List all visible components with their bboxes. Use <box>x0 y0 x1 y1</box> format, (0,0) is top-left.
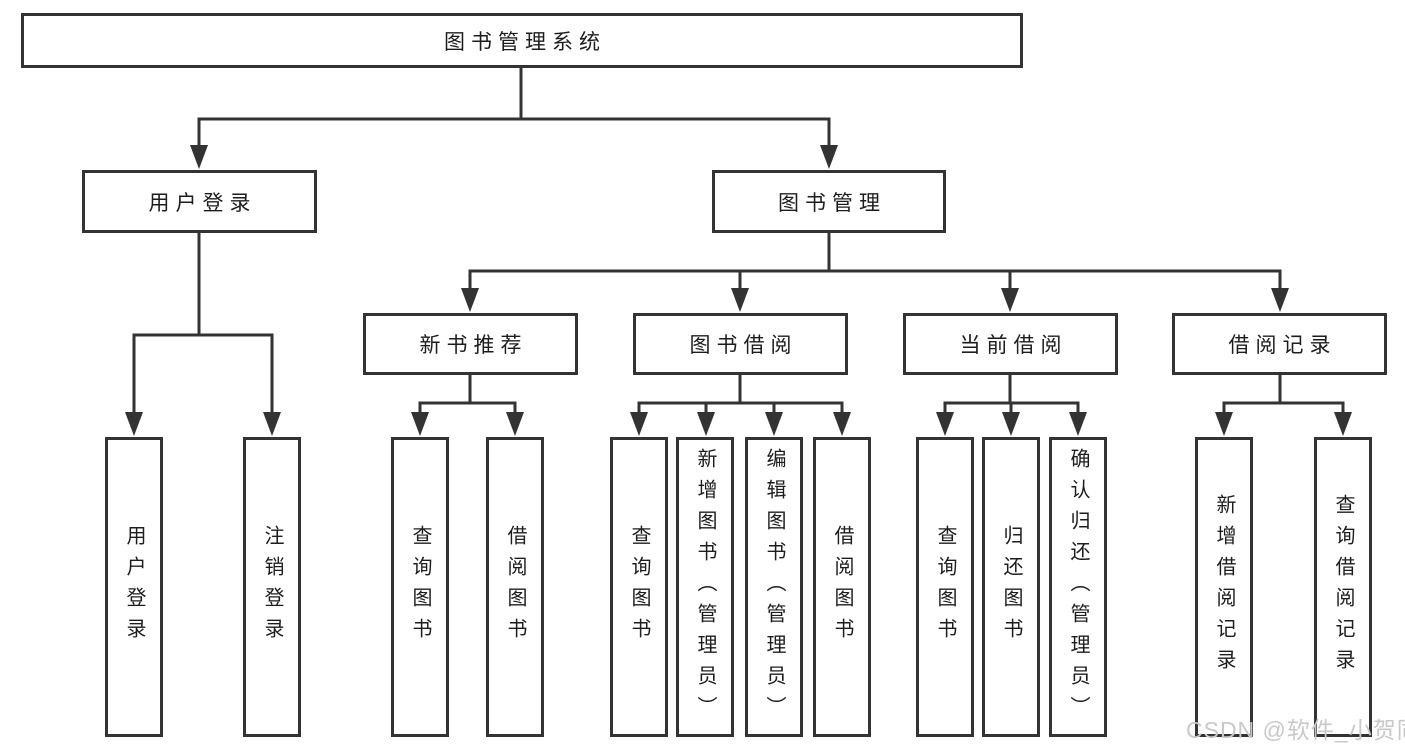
node-label: 查询借阅记录 <box>1332 494 1354 680</box>
node-search-books-2: 查询图书 <box>610 437 668 737</box>
node-book-borrowing: 图书借阅 <box>633 313 848 375</box>
node-label: 注销登录 <box>261 525 283 649</box>
node-logout: 注销登录 <box>243 437 301 737</box>
node-confirm-return-admin: 确认归还（管理员） <box>1049 437 1107 737</box>
node-user-login-group: 用户登录 <box>82 170 317 233</box>
node-label: 新增借阅记录 <box>1213 494 1235 680</box>
node-library-management-system: 图书管理系统 <box>21 13 1023 68</box>
node-label: 查询图书 <box>628 525 650 649</box>
node-user-login: 用户登录 <box>105 437 163 737</box>
node-search-books-3: 查询图书 <box>916 437 974 737</box>
node-label: 归还图书 <box>1000 525 1022 649</box>
node-label: 借阅图书 <box>831 525 853 649</box>
node-label: 新书推荐 <box>419 334 528 357</box>
node-label: 图书管理系统 <box>444 30 606 54</box>
node-label: 确认归还（管理员） <box>1067 447 1089 727</box>
node-label: 查询图书 <box>934 525 956 649</box>
node-label: 新增图书（管理员） <box>694 447 716 727</box>
node-label: 用户登录 <box>123 525 145 649</box>
node-edit-book-admin: 编辑图书（管理员） <box>745 437 803 737</box>
node-borrow-book-1: 借阅图书 <box>486 437 544 737</box>
node-book-management: 图书管理 <box>712 170 946 233</box>
node-label: 查询图书 <box>409 525 431 649</box>
node-add-book-admin: 新增图书（管理员） <box>676 437 734 737</box>
node-label: 图书借阅 <box>689 334 798 357</box>
node-label: 编辑图书（管理员） <box>763 447 785 727</box>
csdn-watermark: CSDN @软件_小贺同学 <box>1186 717 1405 743</box>
node-borrowing-records: 借阅记录 <box>1172 313 1387 375</box>
node-search-borrow-record: 查询借阅记录 <box>1314 437 1372 737</box>
node-label: 图书管理 <box>778 191 886 215</box>
node-search-books-1: 查询图书 <box>391 437 449 737</box>
node-add-borrow-record: 新增借阅记录 <box>1195 437 1253 737</box>
node-label: 借阅图书 <box>504 525 526 649</box>
node-borrow-book-2: 借阅图书 <box>813 437 871 737</box>
node-label: 借阅记录 <box>1228 334 1337 357</box>
node-new-book-recommendation: 新书推荐 <box>363 313 578 375</box>
node-current-borrowing: 当前借阅 <box>903 313 1118 375</box>
node-return-book: 归还图书 <box>982 437 1040 737</box>
node-label: 当前借阅 <box>959 334 1068 357</box>
node-label: 用户登录 <box>148 191 257 215</box>
